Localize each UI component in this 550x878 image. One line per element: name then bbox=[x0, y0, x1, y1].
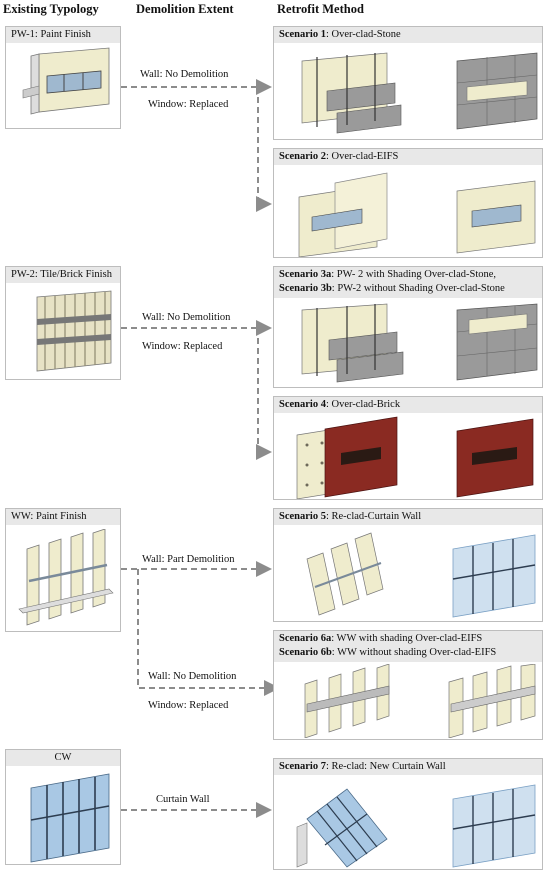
s1-illustration bbox=[301, 52, 538, 134]
scenario-4: Scenario 4: Over-clad-Brick bbox=[273, 396, 543, 500]
scenario-2: Scenario 2: Over-clad-EIFS bbox=[273, 148, 543, 258]
s2-illustration bbox=[298, 172, 536, 257]
typology-cw-title: CW bbox=[6, 750, 120, 766]
label-pw1-window: Window: Replaced bbox=[148, 99, 229, 110]
typology-pw2-title: PW-2: Tile/Brick Finish bbox=[6, 267, 120, 283]
typology-ww: WW: Paint Finish bbox=[5, 508, 121, 632]
scenario-3: Scenario 3a: PW- 2 with Shading Over-cla… bbox=[273, 266, 543, 388]
scenario-4-title: Scenario 4: Over-clad-Brick bbox=[274, 397, 542, 413]
s7-illustration bbox=[296, 784, 536, 868]
scenario-1-title: Scenario 1: Over-clad-Stone bbox=[274, 27, 542, 43]
label-cw: Curtain Wall bbox=[156, 794, 210, 805]
typology-pw2: PW-2: Tile/Brick Finish bbox=[5, 266, 121, 380]
arrow-ww-to-s6 bbox=[137, 569, 280, 696]
scenario-3-title: Scenario 3a: PW- 2 with Shading Over-cla… bbox=[274, 267, 542, 298]
header-retrofit-method: Retrofit Method bbox=[277, 2, 364, 16]
label-ww-wall: Wall: No Demolition bbox=[148, 671, 237, 682]
scenario-6: Scenario 6a: WW with shading Over-clad-E… bbox=[273, 630, 543, 740]
pw2-facade-illustration bbox=[36, 290, 112, 372]
arrow-pw1-to-s2 bbox=[256, 87, 272, 212]
s3-illustration bbox=[301, 303, 538, 383]
header-existing-typology: Existing Typology bbox=[3, 2, 99, 16]
pw1-facade-illustration bbox=[22, 47, 110, 115]
s4-illustration bbox=[296, 416, 534, 499]
label-pw2-window: Window: Replaced bbox=[142, 341, 223, 352]
arrow-pw2-to-s4 bbox=[256, 328, 272, 460]
scenario-7-title: Scenario 7: Re-clad: New Curtain Wall bbox=[274, 759, 542, 775]
scenario-7: Scenario 7: Re-clad: New Curtain Wall bbox=[273, 758, 543, 870]
cw-facade-illustration bbox=[30, 773, 110, 863]
typology-pw1-title: PW-1: Paint Finish bbox=[6, 27, 120, 43]
scenario-5-title: Scenario 5: Re-clad-Curtain Wall bbox=[274, 509, 542, 525]
s5-illustration bbox=[306, 532, 536, 618]
scenario-1: Scenario 1: Over-clad-Stone bbox=[273, 26, 543, 140]
typology-ww-title: WW: Paint Finish bbox=[6, 509, 120, 525]
ww-facade-illustration bbox=[18, 529, 114, 626]
typology-pw1: PW-1: Paint Finish bbox=[5, 26, 121, 129]
label-pw2-wall: Wall: No Demolition bbox=[142, 312, 231, 323]
header-demolition-extent: Demolition Extent bbox=[136, 2, 234, 16]
label-pw1-wall: Wall: No Demolition bbox=[140, 69, 229, 80]
scenario-2-title: Scenario 2: Over-clad-EIFS bbox=[274, 149, 542, 165]
label-ww-part: Wall: Part Demolition bbox=[142, 554, 235, 565]
s6-illustration bbox=[304, 664, 536, 738]
scenario-6-title: Scenario 6a: WW with shading Over-clad-E… bbox=[274, 631, 542, 662]
label-ww-window: Window: Replaced bbox=[148, 700, 229, 711]
scenario-5: Scenario 5: Re-clad-Curtain Wall bbox=[273, 508, 543, 622]
typology-cw: CW bbox=[5, 749, 121, 865]
